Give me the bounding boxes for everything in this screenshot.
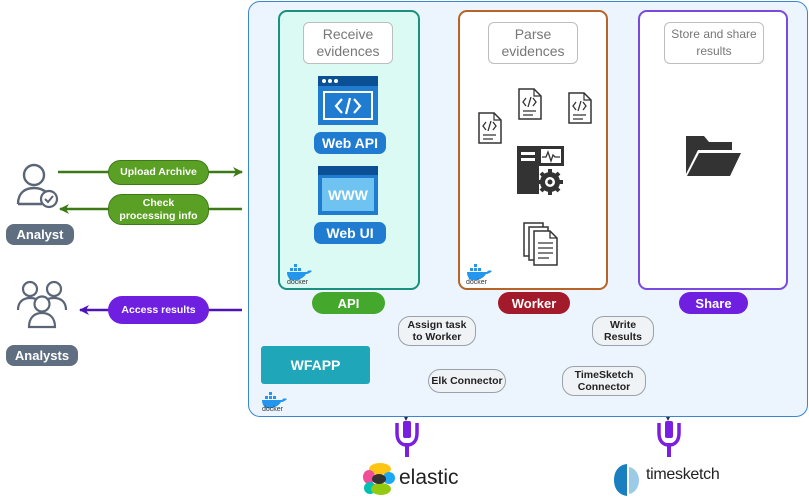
user-group-icon (16, 280, 68, 329)
folder-icon (686, 136, 741, 176)
receive-evidences-title: Receive evidences (303, 22, 393, 64)
timesketch-wordmark: timesketch (646, 466, 720, 483)
upload-archive-label: Upload Archive (108, 160, 209, 185)
elk-connector-label: Elk Connector (428, 369, 506, 393)
user-check-icon (16, 163, 59, 209)
docker-whale-icon (467, 264, 492, 281)
docker-label: docker (262, 406, 284, 413)
svg-text:WWW: WWW (328, 187, 368, 203)
parse-evidences-title: Parse evidences (488, 22, 578, 64)
wfapp-label: WFAPP (261, 346, 370, 384)
code-file-icon (568, 92, 592, 124)
timesketch-logo-icon (614, 464, 639, 496)
access-results-label: Access results (108, 296, 209, 324)
analyst-label: Analyst (6, 224, 74, 245)
www-window-icon: WWW (318, 166, 378, 215)
check-processing-label: Check processing info (108, 194, 209, 225)
assign-task-label: Assign task to Worker (398, 316, 476, 346)
plug-icon (657, 421, 681, 457)
write-results-label: Write Results (592, 316, 654, 346)
code-file-icon (518, 88, 542, 120)
elastic-wordmark: elastic (399, 466, 459, 489)
api-component: API (312, 292, 385, 314)
elastic-logo-icon (363, 463, 395, 495)
server-gear-icon (517, 146, 564, 195)
docker-whale-icon (287, 264, 312, 281)
code-file-icon (478, 112, 502, 144)
worker-component: Worker (498, 292, 570, 314)
store-share-title: Store and share results (664, 22, 764, 64)
code-window-icon (318, 76, 378, 125)
analysts-label: Analysts (6, 345, 78, 366)
timesketch-connector-label: TimeSketch Connector (562, 366, 646, 396)
docker-label: docker (466, 279, 488, 286)
web-api-label: Web API (314, 132, 386, 154)
documents-icon (523, 222, 558, 266)
web-ui-label: Web UI (314, 222, 386, 244)
docker-label: docker (287, 279, 309, 286)
share-component: Share (679, 292, 748, 314)
plug-icon (395, 421, 419, 457)
docker-whale-icon (262, 392, 287, 409)
